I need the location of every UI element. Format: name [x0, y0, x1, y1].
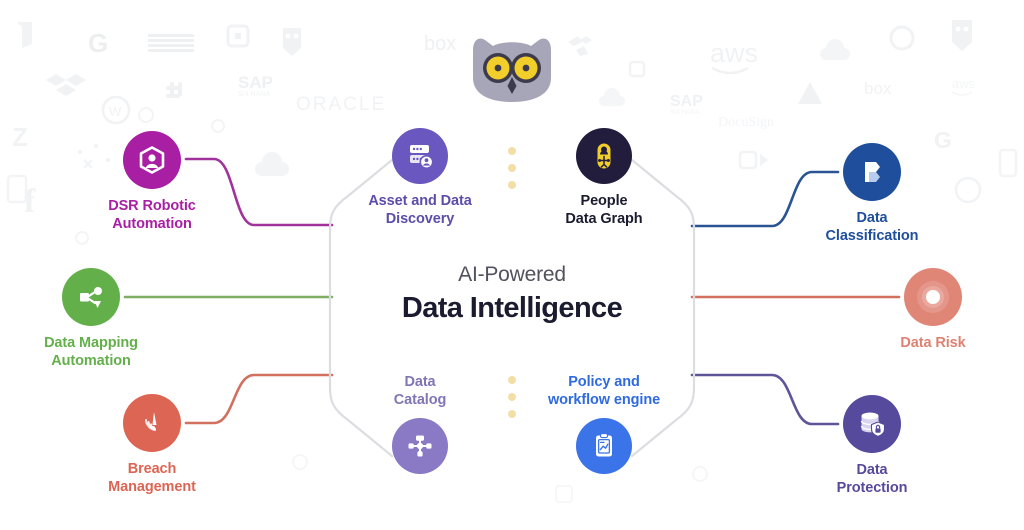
- svg-text:SAP: SAP: [238, 73, 273, 92]
- share-map-icon: [62, 268, 120, 326]
- node-data-mapping-automation[interactable]: Data Mapping Automation: [31, 268, 151, 370]
- divider-dot: [508, 410, 516, 418]
- svg-text:aws: aws: [710, 38, 758, 68]
- divider-dot: [508, 147, 516, 155]
- node-data-protection[interactable]: Data Protection: [812, 395, 932, 497]
- link-breach-management: [184, 373, 334, 425]
- node-data-classification[interactable]: Data Classification: [812, 143, 932, 245]
- svg-text:DocuSign: DocuSign: [718, 115, 774, 130]
- divider-dot: [508, 164, 516, 172]
- headline-subtitle: AI-Powered: [458, 263, 566, 286]
- alert-signal-icon: [123, 394, 181, 452]
- link-data-classification: [690, 170, 840, 228]
- center-item-label: People Data Graph: [514, 193, 694, 228]
- center-card: [318, 158, 706, 458]
- node-dsr-robotic-automation[interactable]: DSR Robotic Automation: [92, 131, 212, 233]
- label-line-2: Protection: [836, 479, 908, 496]
- node-label: Breach Management: [92, 461, 212, 496]
- divider-dot: [508, 376, 516, 384]
- label-line-2: Automation: [112, 215, 192, 232]
- center-item-asset-and-data-discovery[interactable]: Asset and Data Discovery: [330, 128, 510, 228]
- label-line-1: Data Risk: [900, 335, 966, 351]
- svg-text:G: G: [88, 28, 108, 58]
- link-data-protection: [690, 373, 840, 426]
- divider-dots-top: [508, 147, 516, 189]
- node-label: Data Risk: [873, 335, 993, 353]
- svg-text:SAP: SAP: [670, 93, 703, 110]
- center-item-data-catalog[interactable]: Data Catalog: [330, 374, 510, 475]
- center-item-label: Asset and Data Discovery: [330, 193, 510, 228]
- target-donut-icon: [904, 268, 962, 326]
- center-item-label: Policy and workflow engine: [514, 374, 694, 409]
- svg-text:box: box: [864, 79, 892, 98]
- node-label: Data Mapping Automation: [31, 335, 151, 370]
- label-line-2: Discovery: [385, 210, 455, 227]
- divider-dot: [508, 393, 516, 401]
- link-dsr-robotic-automation: [184, 157, 334, 227]
- label-line-2: workflow engine: [547, 391, 661, 408]
- svg-text:G: G: [934, 127, 952, 153]
- node-graph-icon: [392, 418, 448, 475]
- node-label: Data Protection: [812, 462, 932, 497]
- label-line-1: DSR Robotic: [108, 198, 196, 214]
- label-line-1: Data Mapping: [44, 335, 138, 351]
- node-data-risk[interactable]: Data Risk: [873, 268, 993, 353]
- person-network-icon: [576, 128, 632, 184]
- label-line-1: People: [580, 193, 628, 209]
- svg-text:S/4 HANA: S/4 HANA: [670, 109, 700, 116]
- center-item-people-data-graph[interactable]: People Data Graph: [514, 128, 694, 228]
- svg-text:W: W: [109, 104, 122, 119]
- headline-title: Data Intelligence: [401, 292, 623, 325]
- node-breach-management[interactable]: Breach Management: [92, 394, 212, 496]
- svg-text:box: box: [424, 33, 456, 55]
- divider-dots-bottom: [508, 376, 516, 418]
- label-line-2: Management: [108, 478, 196, 495]
- owl-mascot: [473, 38, 551, 102]
- robot-hexagon-icon: [123, 131, 181, 189]
- svg-text:Z: Z: [12, 122, 28, 152]
- label-line-1: Policy and: [568, 374, 640, 390]
- svg-text:aws: aws: [952, 76, 976, 91]
- letter-b-icon: [843, 143, 901, 201]
- svg-text:S/4 HANA: S/4 HANA: [238, 91, 270, 98]
- label-line-1: Breach: [127, 461, 177, 477]
- server-user-icon: [392, 128, 448, 184]
- label-line-2: Catalog: [393, 391, 447, 408]
- clipboard-chart-icon: [576, 418, 632, 475]
- label-line-1: Data Classification: [825, 210, 919, 244]
- center-item-policy-and-workflow-engine[interactable]: Policy and workflow engine: [514, 374, 694, 475]
- label-line-1: Asset and Data: [368, 193, 472, 209]
- label-line-2: Data Graph: [565, 210, 643, 227]
- divider-dot: [508, 181, 516, 189]
- database-lock-icon: [843, 395, 901, 453]
- center-item-label: Data Catalog: [330, 374, 510, 409]
- label-line-1: Data: [856, 462, 888, 478]
- label-line-2: Automation: [51, 352, 131, 369]
- node-label: Data Classification: [812, 210, 932, 245]
- svg-text:ORACLE: ORACLE: [296, 94, 386, 115]
- node-label: DSR Robotic Automation: [92, 198, 212, 233]
- center-headline: AI-Powered Data Intelligence: [318, 262, 706, 326]
- label-line-1: Data: [404, 374, 436, 390]
